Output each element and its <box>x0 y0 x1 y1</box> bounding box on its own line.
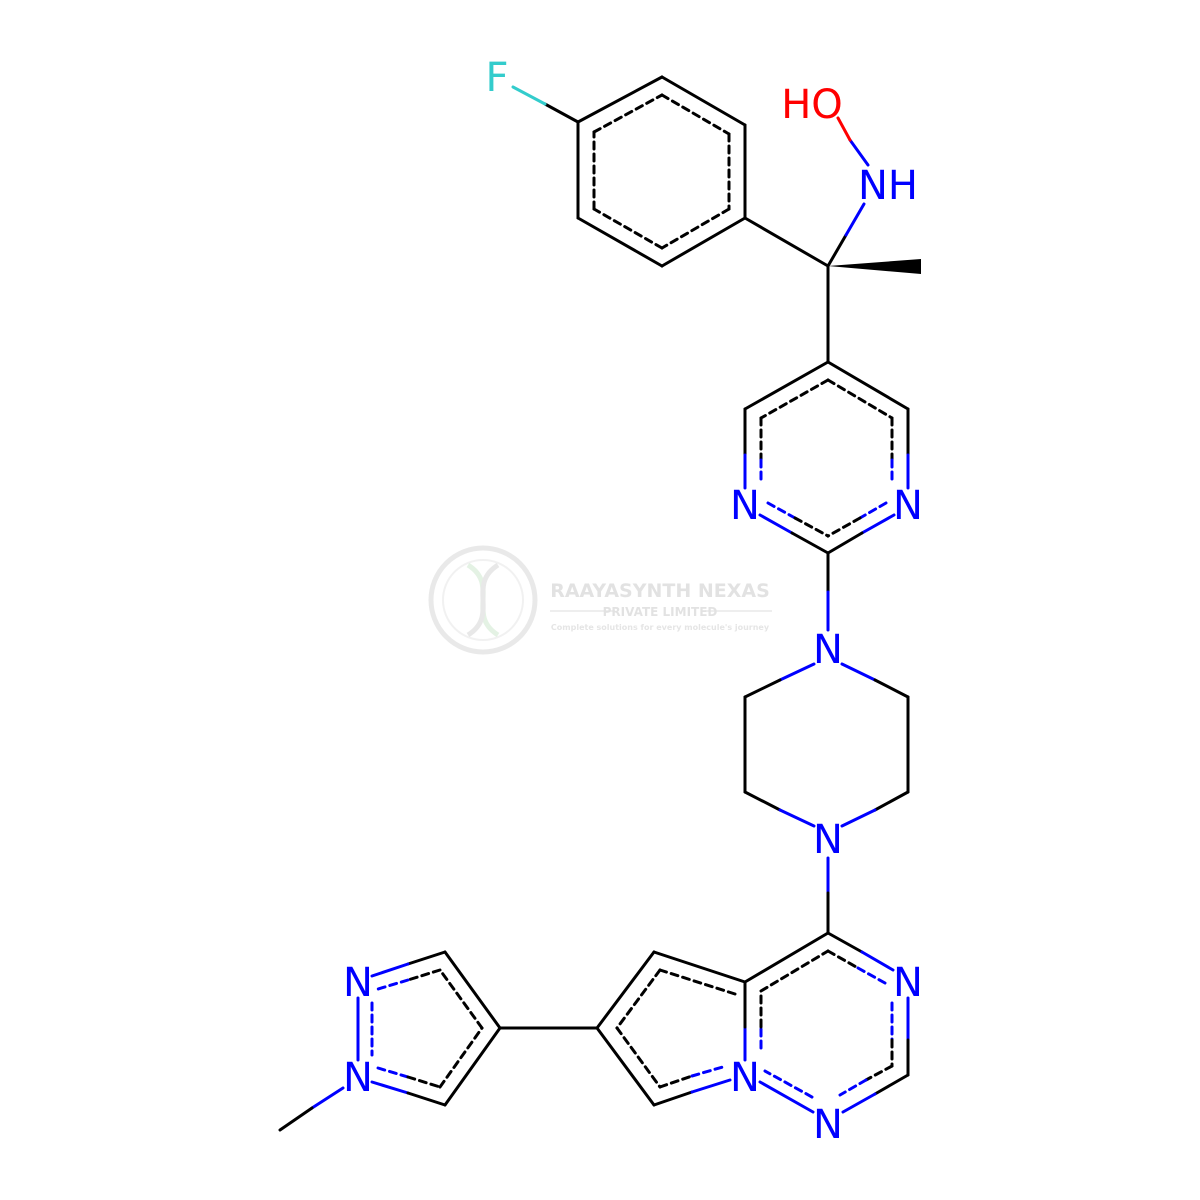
atom-n-pyrimidine-left: N <box>730 483 760 529</box>
fluorophenyl-ring <box>576 75 747 268</box>
atom-n-piperazine-bottom: N <box>813 817 843 863</box>
watermark-company: RAAYASYNTH NEXAS <box>550 580 770 602</box>
wedge-bond <box>828 259 921 274</box>
atom-n-pyrazole-top: N <box>343 960 373 1006</box>
watermark-tagline: Complete solutions for every molecule's … <box>551 623 770 632</box>
piperazine-ring <box>743 662 910 828</box>
c-f-bond <box>543 102 580 124</box>
atom-nh: NH <box>858 163 918 209</box>
watermark-subtitle: PRIVATE LIMITED <box>603 605 718 619</box>
atom-n-triazine-top: N <box>893 960 923 1006</box>
atom-f: F <box>485 55 508 101</box>
pyrazole-ring <box>356 950 502 1107</box>
atom-n-pyrimidine-right: N <box>893 483 923 529</box>
watermark: RAAYASYNTH NEXAS PRIVATE LIMITED Complet… <box>428 545 772 655</box>
atom-n-piperazine-top: N <box>813 627 843 673</box>
triazine-ring <box>743 931 910 1114</box>
atom-n-pyrazole-methyl: N <box>343 1055 373 1101</box>
pyrimidine-ring <box>743 360 910 555</box>
watermark-logo-icon <box>428 545 538 655</box>
atom-n-triazine-bottom: N <box>813 1102 843 1148</box>
atom-n-bridgehead: N <box>730 1055 760 1101</box>
pyrrole-ring <box>595 950 747 1107</box>
atom-ho: HO <box>781 82 843 128</box>
